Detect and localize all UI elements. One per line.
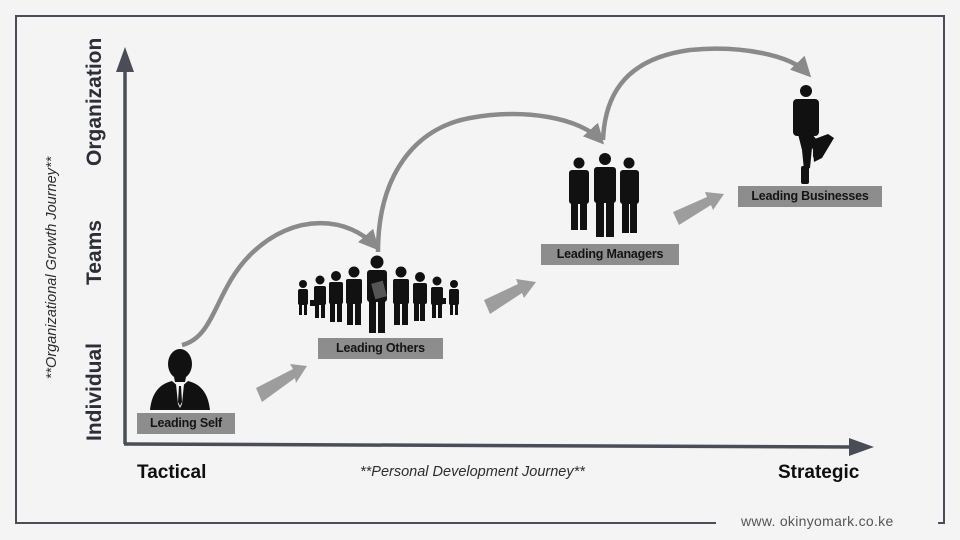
x-axis-label-tactical: Tactical [137,462,207,483]
curve-arrow-1 [181,221,380,348]
managers-silhouette-icon [569,153,639,237]
x-axis-label-strategic: Strategic [778,462,860,483]
group-silhouette-icon [298,255,459,333]
axes [116,47,874,456]
block-arrow-1 [256,364,307,402]
y-axis-label-individual: Individual [83,342,106,441]
block-arrow-3 [673,192,724,225]
y-axis-label-teams: Teams [83,220,106,285]
curved-arrows [181,46,812,348]
curve-arrow-2 [375,111,605,253]
website-footer: www. okinyomark.co.ke [741,513,894,529]
slide-frame [15,15,945,524]
frame-gap [716,518,938,530]
block-arrows [256,192,724,402]
stage-label-leading-others: Leading Others [318,338,443,359]
organizational-journey-label: **Organizational Growth Journey** [44,156,60,380]
stage-label-leading-managers: Leading Managers [541,244,679,265]
x-axis-arrowhead [849,438,874,456]
personal-journey-label: **Personal Development Journey** [360,464,585,480]
curve-arrow-3 [600,46,812,141]
person-silhouette-icon [150,349,210,410]
y-axis-arrowhead [116,47,134,72]
block-arrow-2 [484,279,536,314]
y-axis-label-organization: Organization [83,37,106,166]
stage-label-leading-businesses: Leading Businesses [738,186,882,207]
x-axis-line [123,442,853,449]
businessman-silhouette-icon [793,85,834,184]
stage-label-leading-self: Leading Self [137,413,235,434]
